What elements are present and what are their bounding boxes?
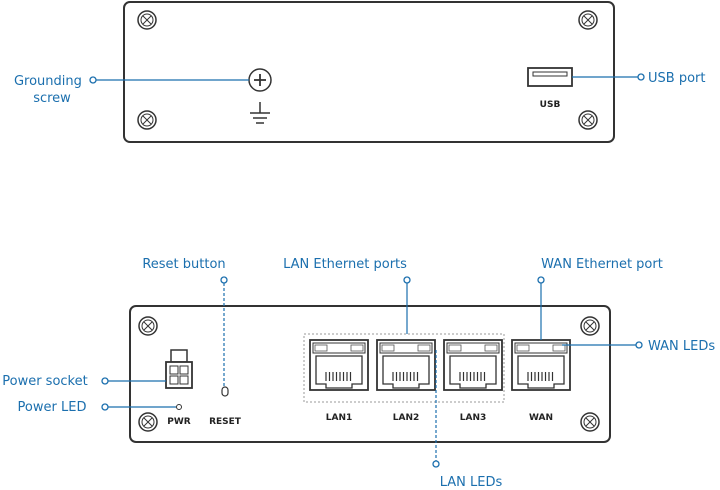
lan-ports-callout: LAN Ethernet ports	[283, 257, 407, 272]
wan-leds-callout: WAN LEDs	[648, 339, 715, 354]
grounding-screw-callout: Grounding screw	[14, 74, 86, 106]
lan-ports-group	[303, 333, 505, 403]
lan2-label: LAN2	[393, 413, 420, 423]
power-socket-callout: Power socket	[2, 374, 87, 389]
wan-label: WAN	[529, 413, 553, 423]
grounding-screw	[248, 68, 272, 92]
power-led	[176, 404, 182, 410]
wan-port	[511, 339, 571, 391]
power-led-callout: Power LED	[18, 400, 87, 415]
reset-button	[221, 386, 229, 397]
usb-port	[527, 67, 573, 87]
wan-port-callout: WAN Ethernet port	[541, 257, 663, 272]
lan3-label: LAN3	[460, 413, 487, 423]
reset-button-callout: Reset button	[142, 257, 225, 272]
usb-port-callout: USB port	[648, 71, 705, 86]
reset-label: RESET	[209, 417, 242, 427]
lan3-port	[443, 339, 503, 391]
pwr-label: PWR	[167, 417, 191, 427]
usb-port-label: USB	[540, 100, 561, 110]
lan1-port	[309, 339, 369, 391]
lan-leds-callout: LAN LEDs	[440, 475, 503, 490]
ground-symbol-icon	[250, 102, 270, 124]
lan1-label: LAN1	[326, 413, 353, 423]
lan2-port	[376, 339, 436, 391]
bottom-panel: PWR RESET LAN1 LAN2 LAN3 WAN Reset butto…	[2, 257, 715, 490]
top-panel: USB Grounding screw USB port	[14, 1, 705, 143]
power-socket	[165, 349, 193, 389]
